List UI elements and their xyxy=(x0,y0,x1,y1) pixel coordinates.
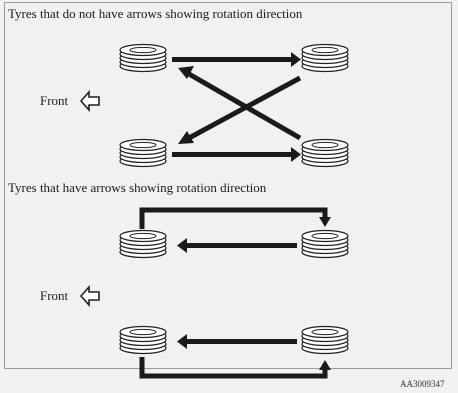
rotation-arrow-icon xyxy=(139,357,331,379)
rotation-arrow-icon xyxy=(177,238,297,253)
section1-heading: Tyres that do not have arrows showing ro… xyxy=(8,6,303,21)
section2-heading: Tyres that have arrows showing rotation … xyxy=(8,180,267,195)
section2-front-label: Front xyxy=(40,288,69,303)
tyre-icon xyxy=(119,138,167,168)
rotation-arrow-icon xyxy=(172,52,301,67)
rotation-arrow-icon xyxy=(178,66,302,141)
rotation-arrow-icon xyxy=(172,147,301,162)
diagram-frame xyxy=(4,2,452,369)
figure-code: AA3009347 xyxy=(400,379,445,389)
tyre-icon xyxy=(119,43,167,73)
tyre-icon xyxy=(301,229,349,259)
tyre-icon xyxy=(301,138,349,168)
rotation-arrow-icon xyxy=(177,334,297,349)
tyre-icon xyxy=(301,325,349,355)
section1-front-label: Front xyxy=(40,93,69,108)
rotation-arrow-icon xyxy=(178,75,302,144)
hollow-left-arrow-icon xyxy=(80,91,100,111)
tyre-icon xyxy=(119,325,167,355)
tyre-icon xyxy=(301,43,349,73)
hollow-left-arrow-icon xyxy=(80,286,100,306)
rotation-arrow-icon xyxy=(139,207,331,229)
tyre-icon xyxy=(119,229,167,259)
